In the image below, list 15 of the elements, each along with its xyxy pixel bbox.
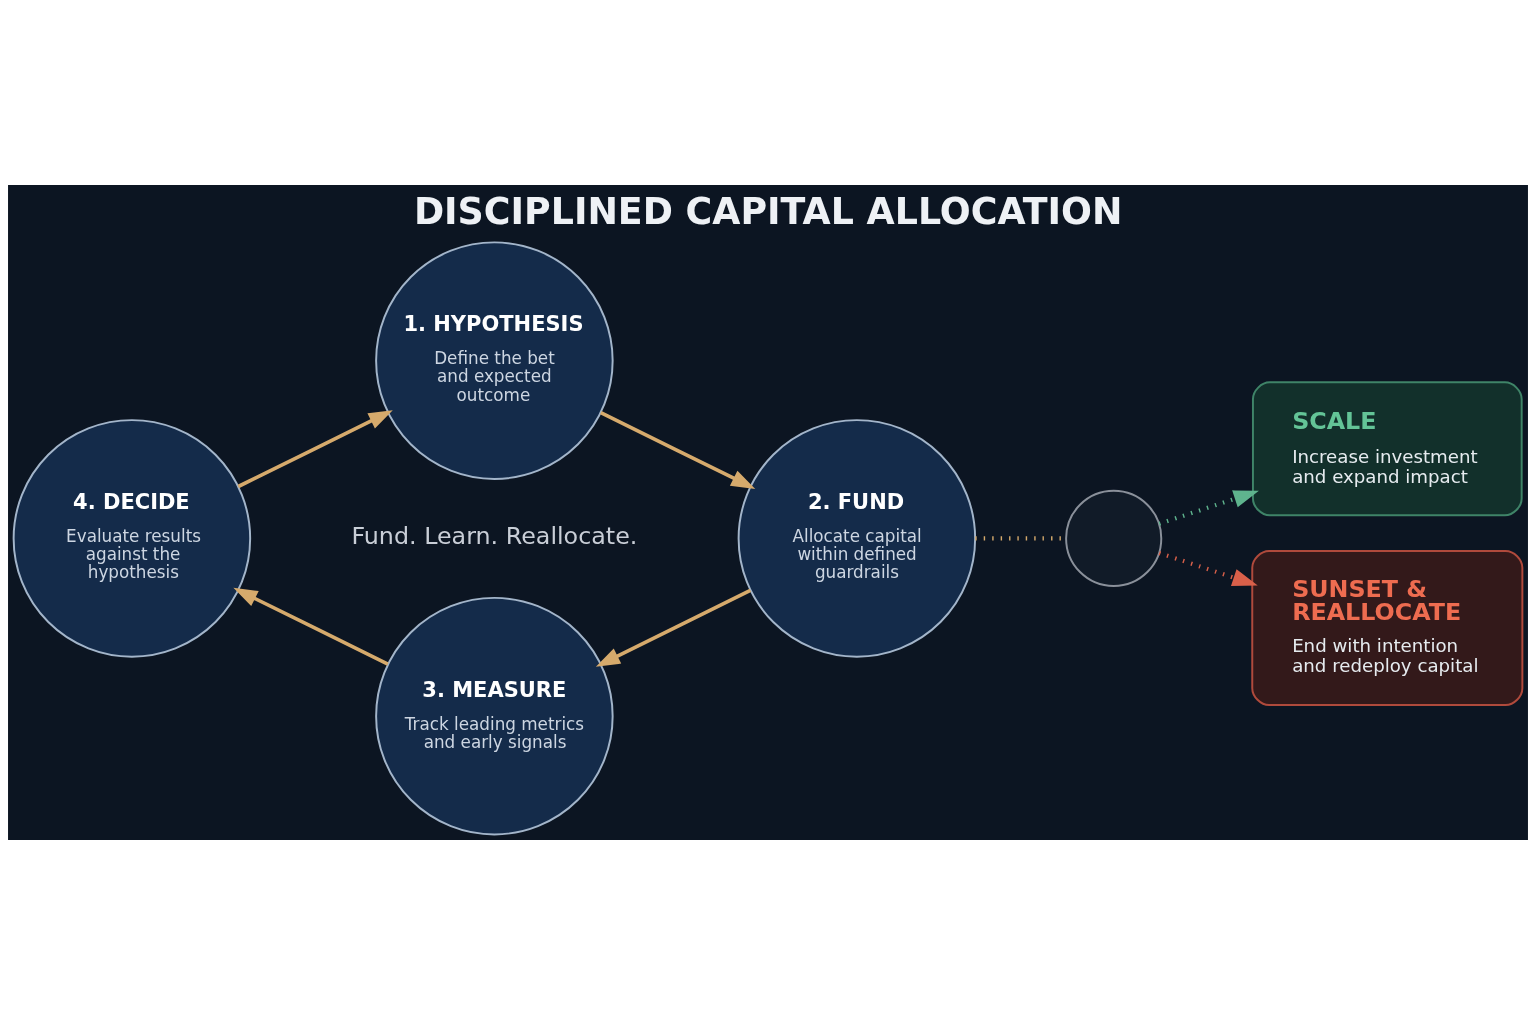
node-circle: 4. DECIDE Evaluate results against the hypothesis xyxy=(12,418,252,658)
arrow xyxy=(233,587,389,666)
arrow xyxy=(1158,489,1259,526)
node-circle xyxy=(1065,489,1163,587)
arrow xyxy=(595,588,752,667)
label: Fund. Learn. Reallocate. xyxy=(351,521,638,550)
node-circle: 2. FUND Allocate capital within defined guardrails xyxy=(737,418,977,658)
arrow xyxy=(237,409,393,488)
arrow xyxy=(600,410,756,489)
node-circle: 3. MEASURE Track leading metrics and early signals xyxy=(375,596,614,835)
node-box: SCALE Increase investment and expand impact xyxy=(1251,380,1523,516)
arrow xyxy=(1158,550,1258,586)
diagram-title: DISCIPLINED CAPITAL ALLOCATION xyxy=(413,189,1123,233)
node-box: SUNSET & REALLOCATE End with intention and redeploy capital xyxy=(1251,549,1524,706)
node-circle: 1. HYPOTHESIS Define the bet and expected outcome xyxy=(375,240,614,480)
